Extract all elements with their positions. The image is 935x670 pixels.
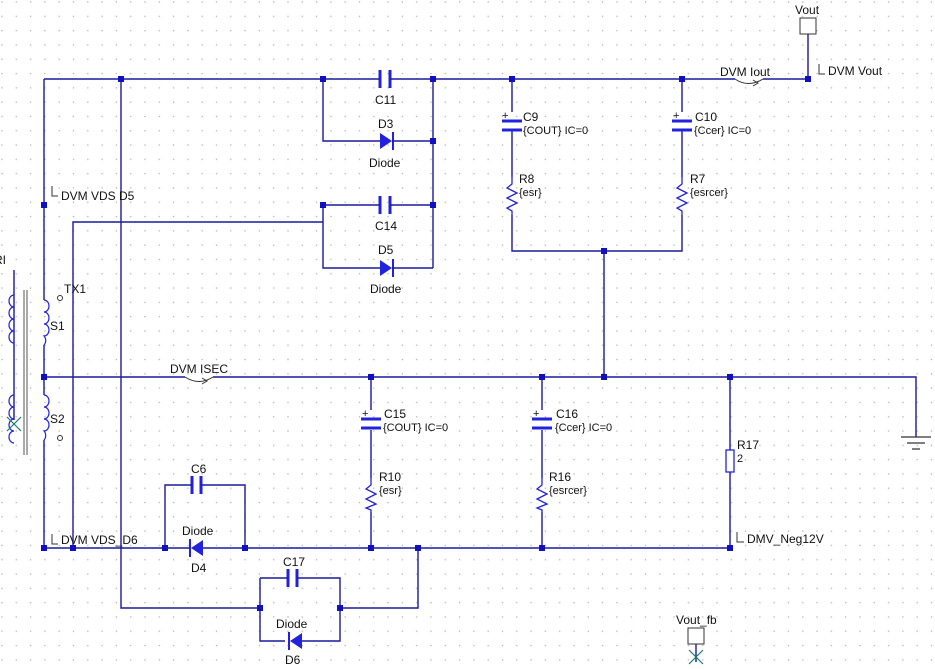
port-vout-fb: Vout_fb xyxy=(676,613,717,665)
svg-text:DVM Iout: DVM Iout xyxy=(720,65,771,79)
svg-text:{Ccer} IC=0: {Ccer} IC=0 xyxy=(694,125,751,137)
port-vout: Vout xyxy=(795,3,820,35)
probe-vds-d5: DVM VDS D5 xyxy=(51,186,135,203)
svg-text:{esr}: {esr} xyxy=(519,187,542,199)
probe-iout: DVM Iout xyxy=(720,65,771,87)
resistor-r7: R7 {esrcer} xyxy=(675,172,728,215)
svg-text:TX1: TX1 xyxy=(64,282,86,296)
svg-text:R7: R7 xyxy=(690,172,706,186)
svg-text:Vout: Vout xyxy=(795,3,820,17)
svg-text:C9: C9 xyxy=(523,110,539,124)
svg-text:R16: R16 xyxy=(549,470,571,484)
diode-d3: D3 Diode xyxy=(369,117,401,170)
resistor-r17: R17 2 xyxy=(725,438,759,473)
junctions xyxy=(41,76,811,611)
capacitor-c9: + C9 {COUT} IC=0 xyxy=(502,110,588,137)
resistor-r16: R16 {esrcer} xyxy=(535,470,587,512)
svg-text:Diode: Diode xyxy=(276,617,308,631)
svg-text:C11: C11 xyxy=(375,93,396,107)
probe-vds-d6: DVM VDS_D6 xyxy=(51,533,138,547)
svg-text:+: + xyxy=(362,408,368,420)
resistor-r8: R8 {esr} xyxy=(505,172,542,215)
svg-text:C14: C14 xyxy=(375,219,397,233)
svg-text:DVM ISEC: DVM ISEC xyxy=(170,362,228,376)
svg-text:C17: C17 xyxy=(283,555,305,569)
svg-text:+: + xyxy=(533,408,539,420)
svg-text:D4: D4 xyxy=(191,561,207,575)
svg-text:+: + xyxy=(673,110,679,122)
svg-text:Diode: Diode xyxy=(370,282,402,296)
resistor-r10: R10 {esr} xyxy=(364,470,402,512)
ground-icon xyxy=(901,436,931,450)
svg-text:{esrcer}: {esrcer} xyxy=(549,485,587,497)
diode-d5: D5 Diode xyxy=(370,243,402,296)
capacitor-c11: C11 xyxy=(370,70,400,107)
svg-text:RI: RI xyxy=(0,253,6,267)
svg-text:DVM VDS_D6: DVM VDS_D6 xyxy=(61,533,138,547)
svg-text:2: 2 xyxy=(737,453,743,465)
transformer-tx1: TX1 S1 S2 RI xyxy=(0,253,86,455)
svg-text:S1: S1 xyxy=(50,319,65,333)
svg-text:{Ccer} IC=0: {Ccer} IC=0 xyxy=(555,422,612,434)
probe-vout: DVM Vout xyxy=(818,64,883,78)
svg-text:D3: D3 xyxy=(378,117,394,131)
svg-text:C15: C15 xyxy=(384,407,406,421)
svg-text:R10: R10 xyxy=(379,470,401,484)
svg-text:S2: S2 xyxy=(50,412,65,426)
svg-text:Vout_fb: Vout_fb xyxy=(676,613,717,627)
probe-isec: DVM ISEC xyxy=(170,362,228,385)
svg-text:{esr}: {esr} xyxy=(379,485,402,497)
svg-text:{COUT} IC=0: {COUT} IC=0 xyxy=(523,125,588,137)
svg-text:D5: D5 xyxy=(378,243,394,257)
svg-text:+: + xyxy=(502,110,508,122)
diode-d4: Diode D4 xyxy=(165,524,214,575)
probe-neg12v: DMV_Neg12V xyxy=(736,532,824,546)
svg-text:Diode: Diode xyxy=(369,156,401,170)
svg-text:DVM VDS D5: DVM VDS D5 xyxy=(61,189,135,203)
capacitor-c6: C6 xyxy=(185,462,208,494)
svg-text:DVM Vout: DVM Vout xyxy=(828,64,883,78)
capacitor-c15: + C15 {COUT} IC=0 xyxy=(361,407,448,434)
diode-d6: Diode D6 xyxy=(276,617,308,667)
capacitor-c10: + C10 {Ccer} IC=0 xyxy=(672,110,751,137)
capacitor-c17: C17 xyxy=(282,555,305,587)
svg-text:D6: D6 xyxy=(285,653,301,667)
capacitor-c16: + C16 {Ccer} IC=0 xyxy=(532,407,612,434)
svg-text:Diode: Diode xyxy=(182,524,214,538)
svg-text:{COUT} IC=0: {COUT} IC=0 xyxy=(383,422,448,434)
svg-text:{esrcer}: {esrcer} xyxy=(690,187,728,199)
capacitor-c14: C14 xyxy=(370,196,400,233)
svg-text:C16: C16 xyxy=(556,407,578,421)
svg-text:R17: R17 xyxy=(737,438,759,452)
svg-text:C10: C10 xyxy=(695,110,717,124)
svg-text:R8: R8 xyxy=(519,172,535,186)
svg-text:C6: C6 xyxy=(191,462,207,476)
svg-text:DMV_Neg12V: DMV_Neg12V xyxy=(747,532,824,546)
